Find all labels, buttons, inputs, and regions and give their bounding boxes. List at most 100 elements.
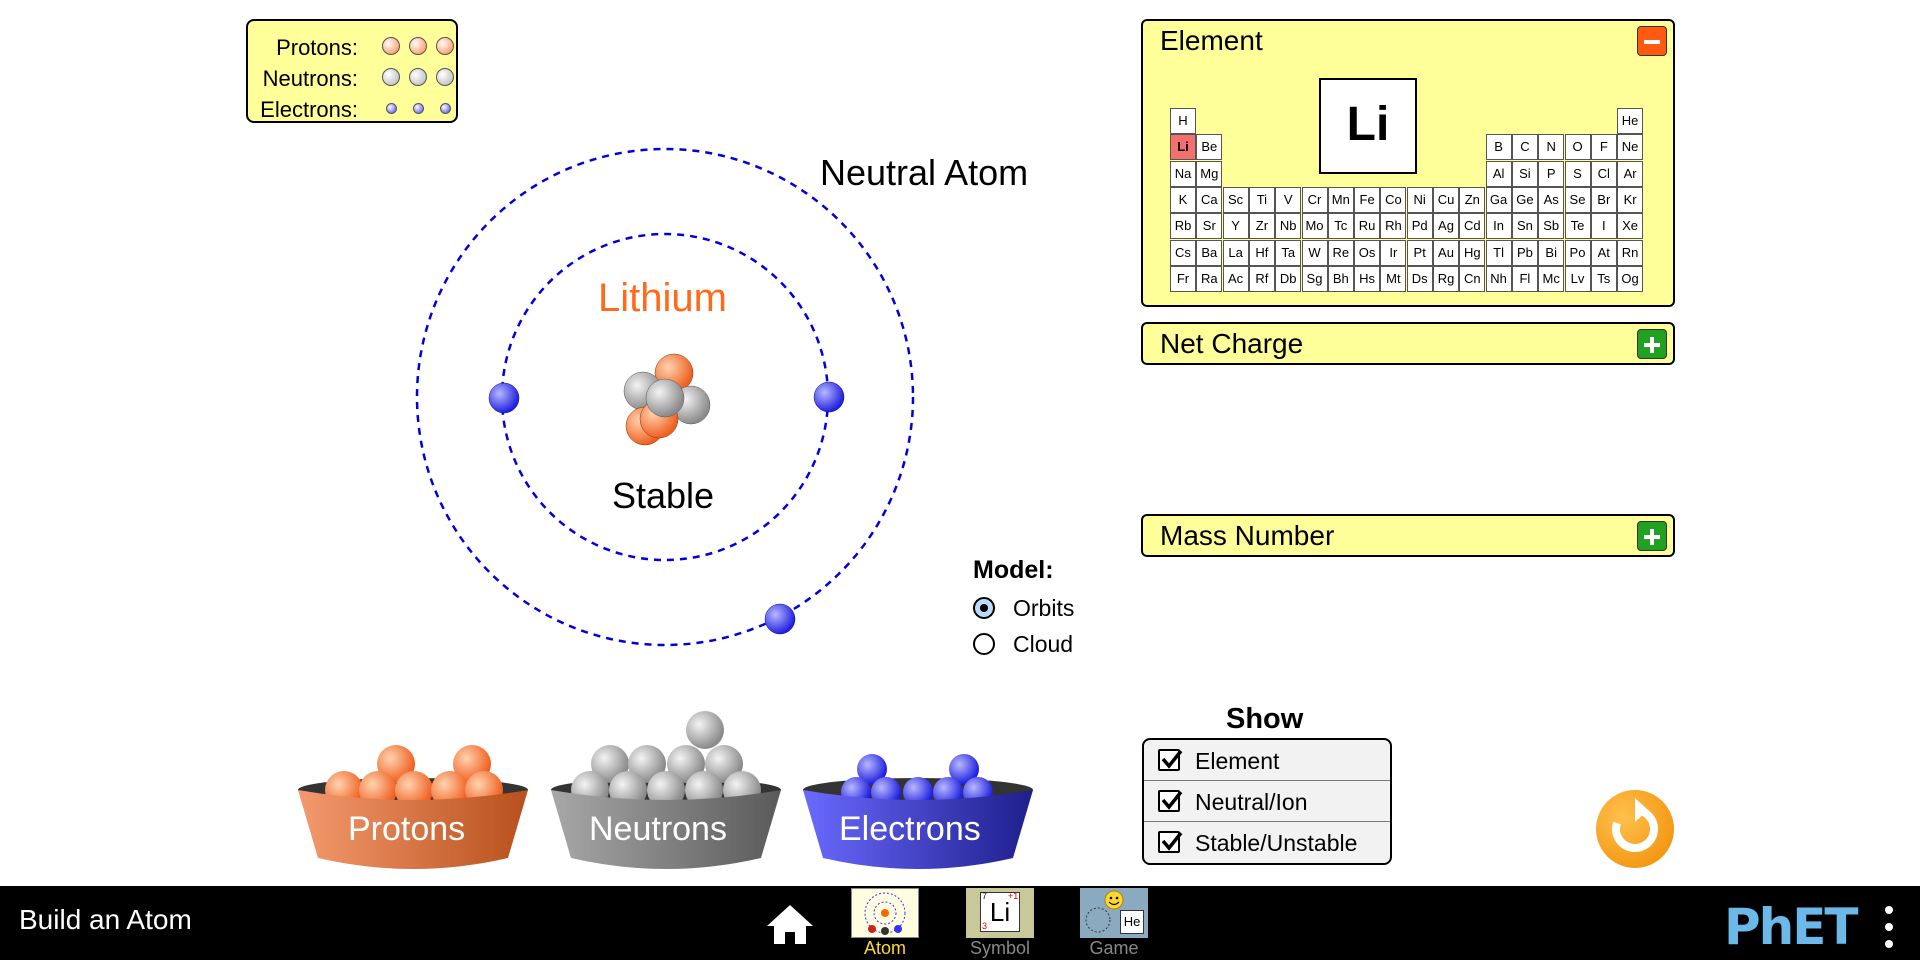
neutrons-bucket[interactable] bbox=[551, 711, 781, 869]
element-cell-sb[interactable]: Sb bbox=[1538, 213, 1565, 240]
element-cell-pd[interactable]: Pd bbox=[1406, 213, 1433, 240]
element-cell-zn[interactable]: Zn bbox=[1459, 186, 1486, 213]
element-cell-k[interactable]: K bbox=[1170, 186, 1196, 213]
element-cell-ir[interactable]: Ir bbox=[1380, 239, 1407, 266]
radio-button[interactable] bbox=[973, 633, 995, 655]
expand-mass-number-button[interactable] bbox=[1637, 521, 1667, 551]
electron[interactable] bbox=[857, 754, 887, 784]
tab-game[interactable]: He Game bbox=[1078, 888, 1150, 960]
element-cell-be[interactable]: Be bbox=[1196, 134, 1223, 161]
element-cell-v[interactable]: V bbox=[1275, 186, 1302, 213]
element-cell-h[interactable]: H bbox=[1170, 108, 1196, 134]
element-cell-w[interactable]: W bbox=[1301, 239, 1328, 266]
radio-button[interactable] bbox=[973, 597, 995, 619]
element-cell-b[interactable]: B bbox=[1485, 134, 1512, 161]
element-cell-rn[interactable]: Rn bbox=[1617, 239, 1644, 266]
element-cell-ds[interactable]: Ds bbox=[1406, 265, 1433, 292]
element-cell-nb[interactable]: Nb bbox=[1275, 213, 1302, 240]
protons-bucket[interactable] bbox=[298, 745, 528, 869]
show-option-stable-unstable[interactable]: Stable/Unstable bbox=[1144, 822, 1390, 863]
element-cell-cn[interactable]: Cn bbox=[1459, 265, 1486, 292]
element-cell-tl[interactable]: Tl bbox=[1485, 239, 1512, 266]
neutron[interactable] bbox=[686, 711, 724, 749]
element-cell-zr[interactable]: Zr bbox=[1248, 213, 1275, 240]
neutron[interactable] bbox=[628, 745, 666, 783]
element-cell-te[interactable]: Te bbox=[1564, 213, 1591, 240]
element-cell-rh[interactable]: Rh bbox=[1380, 213, 1407, 240]
element-cell-i[interactable]: I bbox=[1590, 213, 1617, 240]
checkbox[interactable] bbox=[1158, 790, 1183, 812]
element-cell-li[interactable]: Li bbox=[1170, 134, 1196, 161]
element-cell-ge[interactable]: Ge bbox=[1511, 186, 1538, 213]
element-cell-cr[interactable]: Cr bbox=[1301, 186, 1328, 213]
menu-icon[interactable] bbox=[1884, 904, 1894, 950]
element-cell-n[interactable]: N bbox=[1538, 134, 1565, 161]
element-cell-fr[interactable]: Fr bbox=[1170, 265, 1196, 292]
electron[interactable] bbox=[764, 603, 796, 635]
element-cell-nh[interactable]: Nh bbox=[1485, 265, 1512, 292]
element-cell-p[interactable]: P bbox=[1538, 160, 1565, 187]
element-cell-po[interactable]: Po bbox=[1564, 239, 1591, 266]
element-cell-se[interactable]: Se bbox=[1564, 186, 1591, 213]
element-cell-hf[interactable]: Hf bbox=[1248, 239, 1275, 266]
element-cell-he[interactable]: He bbox=[1617, 108, 1644, 134]
element-cell-in[interactable]: In bbox=[1485, 213, 1512, 240]
element-cell-sc[interactable]: Sc bbox=[1222, 186, 1249, 213]
element-cell-mg[interactable]: Mg bbox=[1196, 160, 1223, 187]
element-cell-og[interactable]: Og bbox=[1617, 265, 1644, 292]
show-option-element[interactable]: Element bbox=[1144, 740, 1390, 781]
element-cell-pt[interactable]: Pt bbox=[1406, 239, 1433, 266]
element-cell-ni[interactable]: Ni bbox=[1406, 186, 1433, 213]
element-cell-ru[interactable]: Ru bbox=[1354, 213, 1381, 240]
tab-symbol[interactable]: Li 7 3 +1 Symbol bbox=[964, 888, 1036, 960]
element-cell-kr[interactable]: Kr bbox=[1617, 186, 1644, 213]
element-cell-pb[interactable]: Pb bbox=[1511, 239, 1538, 266]
element-cell-ra[interactable]: Ra bbox=[1196, 265, 1223, 292]
element-cell-rb[interactable]: Rb bbox=[1170, 213, 1196, 240]
element-cell-hg[interactable]: Hg bbox=[1459, 239, 1486, 266]
element-cell-at[interactable]: At bbox=[1590, 239, 1617, 266]
element-cell-cd[interactable]: Cd bbox=[1459, 213, 1486, 240]
element-cell-na[interactable]: Na bbox=[1170, 160, 1196, 187]
element-cell-sr[interactable]: Sr bbox=[1196, 213, 1223, 240]
net-charge-panel[interactable]: Net Charge bbox=[1141, 322, 1675, 365]
proton[interactable] bbox=[395, 771, 433, 809]
phet-logo[interactable]: PhET bbox=[1724, 898, 1859, 956]
element-cell-sn[interactable]: Sn bbox=[1511, 213, 1538, 240]
neutron[interactable] bbox=[647, 771, 685, 809]
home-button[interactable] bbox=[765, 902, 815, 946]
element-cell-rf[interactable]: Rf bbox=[1248, 265, 1275, 292]
element-cell-lv[interactable]: Lv bbox=[1564, 265, 1591, 292]
element-cell-mo[interactable]: Mo bbox=[1301, 213, 1328, 240]
element-cell-db[interactable]: Db bbox=[1275, 265, 1302, 292]
electron[interactable] bbox=[813, 381, 845, 413]
element-cell-ga[interactable]: Ga bbox=[1485, 186, 1512, 213]
show-option-neutral-ion[interactable]: Neutral/Ion bbox=[1144, 781, 1390, 822]
element-cell-br[interactable]: Br bbox=[1590, 186, 1617, 213]
element-cell-ca[interactable]: Ca bbox=[1196, 186, 1223, 213]
element-cell-ne[interactable]: Ne bbox=[1617, 134, 1644, 161]
electrons-bucket[interactable] bbox=[803, 754, 1033, 869]
element-cell-mc[interactable]: Mc bbox=[1538, 265, 1565, 292]
element-cell-tc[interactable]: Tc bbox=[1327, 213, 1354, 240]
element-cell-sg[interactable]: Sg bbox=[1301, 265, 1328, 292]
element-cell-hs[interactable]: Hs bbox=[1354, 265, 1381, 292]
element-cell-f[interactable]: F bbox=[1590, 134, 1617, 161]
element-cell-mn[interactable]: Mn bbox=[1327, 186, 1354, 213]
electron[interactable] bbox=[903, 777, 933, 807]
element-cell-y[interactable]: Y bbox=[1222, 213, 1249, 240]
element-cell-c[interactable]: C bbox=[1511, 134, 1538, 161]
element-cell-cu[interactable]: Cu bbox=[1433, 186, 1459, 213]
element-cell-fl[interactable]: Fl bbox=[1511, 265, 1538, 292]
element-cell-co[interactable]: Co bbox=[1380, 186, 1407, 213]
checkbox[interactable] bbox=[1158, 831, 1183, 853]
expand-net-charge-button[interactable] bbox=[1637, 329, 1667, 359]
collapse-element-button[interactable] bbox=[1637, 26, 1667, 56]
element-cell-rg[interactable]: Rg bbox=[1433, 265, 1459, 292]
element-cell-si[interactable]: Si bbox=[1511, 160, 1538, 187]
element-cell-ar[interactable]: Ar bbox=[1617, 160, 1644, 187]
element-cell-al[interactable]: Al bbox=[1485, 160, 1512, 187]
element-cell-xe[interactable]: Xe bbox=[1617, 213, 1644, 240]
element-cell-ts[interactable]: Ts bbox=[1590, 265, 1617, 292]
element-cell-ti[interactable]: Ti bbox=[1248, 186, 1275, 213]
